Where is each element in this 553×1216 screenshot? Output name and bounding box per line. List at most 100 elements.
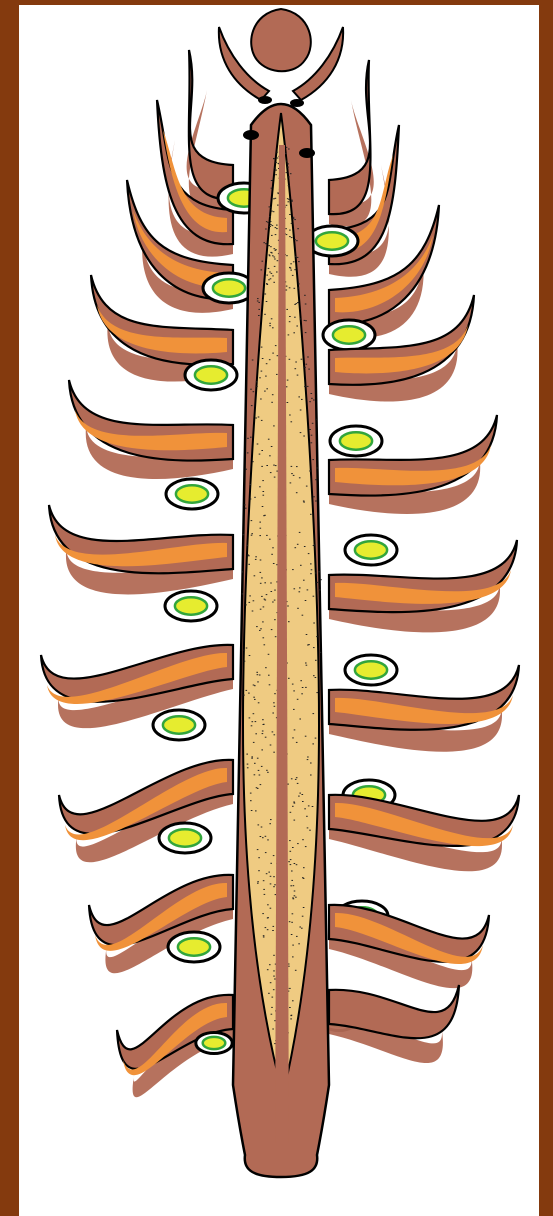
core-speckle: [313, 400, 315, 401]
core-speckle: [272, 327, 274, 328]
core-speckle: [294, 588, 296, 589]
core-speckle: [302, 916, 304, 917]
core-speckle: [293, 332, 295, 333]
core-speckle: [255, 418, 257, 419]
right-spore-core-4: [340, 432, 372, 449]
core-speckle: [287, 606, 289, 607]
core-speckle: [277, 205, 279, 206]
core-speckle: [296, 326, 298, 327]
core-speckle: [269, 964, 271, 965]
core-speckle: [313, 596, 315, 597]
core-speckle: [255, 556, 257, 557]
core-speckle: [260, 583, 262, 584]
core-speckle: [301, 693, 303, 694]
core-speckle: [286, 161, 288, 162]
core-speckle: [274, 884, 276, 885]
core-speckle: [315, 573, 317, 574]
core-speckle: [261, 466, 263, 467]
core-speckle: [262, 837, 264, 838]
core-speckle: [274, 257, 276, 258]
core-speckle: [302, 687, 304, 688]
core-speckle: [315, 479, 317, 480]
core-speckle: [311, 569, 313, 570]
core-speckle: [302, 801, 304, 802]
core-speckle: [289, 214, 291, 215]
core-speckle: [315, 419, 317, 420]
core-speckle: [289, 287, 291, 288]
core-speckle: [260, 560, 262, 561]
core-speckle: [311, 393, 313, 394]
core-speckle: [316, 692, 318, 693]
core-speckle: [294, 317, 296, 318]
core-speckle: [262, 506, 264, 507]
core-speckle: [270, 876, 272, 877]
core-speckle: [293, 217, 295, 218]
core-speckle: [306, 486, 308, 487]
core-speckle: [296, 742, 298, 743]
core-speckle: [304, 546, 306, 547]
core-speckle: [290, 859, 292, 860]
core-speckle: [309, 429, 311, 430]
core-speckle: [301, 928, 303, 929]
core-speckle: [268, 675, 270, 676]
core-speckle: [272, 225, 274, 226]
core-speckle: [290, 173, 292, 174]
core-speckle: [310, 514, 312, 515]
core-speckle: [304, 295, 306, 296]
core-speckle: [270, 207, 272, 208]
core-speckle: [273, 211, 275, 212]
core-speckle: [292, 945, 294, 946]
core-speckle: [250, 499, 252, 500]
core-speckle: [254, 575, 256, 576]
core-speckle: [312, 459, 314, 460]
core-speckle: [276, 225, 278, 226]
core-speckle: [271, 188, 273, 189]
core-speckle: [270, 583, 272, 584]
core-speckle: [297, 699, 299, 700]
core-speckle: [263, 937, 265, 938]
core-speckle: [273, 886, 275, 887]
core-speckle: [291, 200, 293, 201]
core-speckle: [313, 713, 315, 714]
core-speckle: [252, 461, 254, 462]
core-speckle: [298, 288, 300, 289]
diagram-canvas: [19, 5, 539, 1216]
core-speckle: [262, 358, 264, 359]
core-speckle: [275, 636, 277, 637]
core-speckle: [299, 927, 301, 928]
core-speckle: [291, 201, 293, 202]
core-speckle: [293, 690, 295, 691]
core-speckle: [250, 437, 252, 438]
core-speckle: [307, 386, 309, 387]
core-speckle: [312, 806, 314, 807]
core-speckle: [292, 806, 294, 807]
core-speckle: [258, 770, 260, 771]
core-speckle: [259, 775, 261, 776]
core-speckle: [288, 861, 290, 862]
core-speckle: [292, 684, 294, 685]
core-speckle: [255, 733, 257, 734]
core-speckle: [289, 230, 291, 231]
core-speckle: [269, 206, 271, 207]
core-speckle: [265, 737, 267, 738]
core-speckle: [251, 756, 253, 757]
core-speckle: [244, 650, 246, 651]
core-speckle: [307, 759, 309, 760]
core-speckle: [251, 405, 253, 406]
core-speckle: [272, 997, 274, 998]
core-speckle: [266, 301, 268, 302]
core-speckle: [267, 772, 269, 773]
core-speckle: [274, 168, 276, 169]
core-speckle: [263, 889, 265, 890]
core-speckle: [295, 897, 297, 898]
core-speckle: [250, 389, 252, 390]
core-speckle: [248, 693, 250, 694]
core-speckle: [270, 278, 272, 279]
apical-node-left: [258, 96, 272, 104]
core-speckle: [261, 347, 263, 348]
core-speckle: [275, 162, 277, 163]
core-speckle: [258, 824, 260, 825]
core-speckle: [271, 402, 273, 403]
core-speckle: [269, 216, 271, 217]
